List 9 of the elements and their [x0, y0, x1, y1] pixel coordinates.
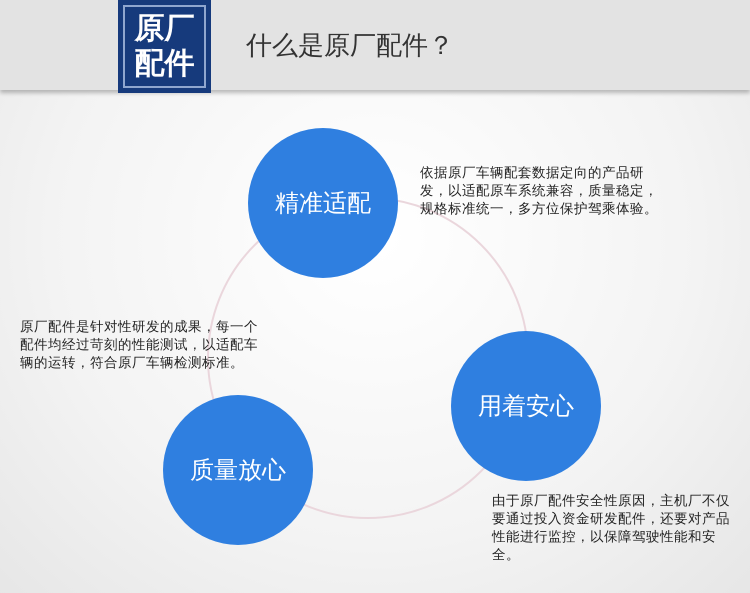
description-text: 原厂配件是针对性研发的成果，每一个配件均经过苛刻的性能测试，以适配车辆的运转，符合原厂车辆检测标准。 [20, 318, 259, 372]
title-badge [118, 0, 211, 93]
circle-label: 精准适配 [275, 188, 371, 219]
badge-label: 原厂配件 [134, 12, 194, 81]
circle-label: 用着安心 [478, 391, 574, 422]
circle-label: 质量放心 [190, 455, 286, 486]
description-text: 依据原厂车辆配套数据定向的产品研发，以适配原车系统兼容，质量稳定，规格标准统一，多方位保护驾乘体验。 [420, 164, 659, 218]
description-text: 由于原厂配件安全性原因，主机厂不仅要通过投入资金研发配件，还要对产品性能进行监控，以保障驾驶性能和安全。 [492, 492, 731, 564]
page-title: 什么是原厂配件？ [246, 30, 454, 63]
